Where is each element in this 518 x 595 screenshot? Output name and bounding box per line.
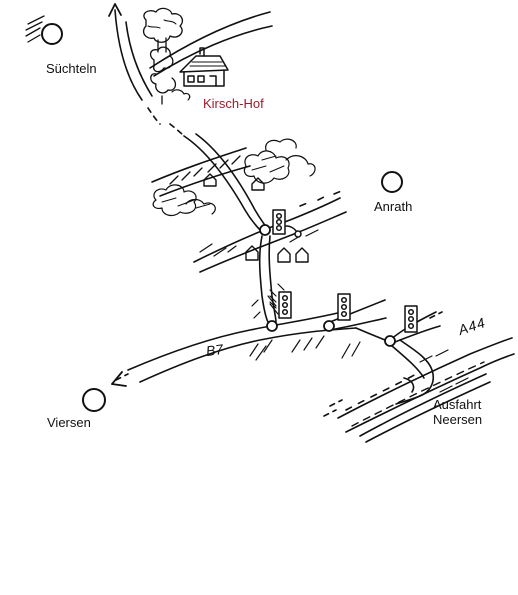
viersen-circle-icon: [82, 388, 106, 412]
b7-junction-node-icon: [266, 320, 396, 347]
traffic-light-icon: [272, 209, 302, 238]
anrath-circle-icon: [381, 171, 403, 193]
traffic-light-icon: [404, 305, 418, 333]
a44-road: [323, 337, 515, 443]
farmhouse-icon: [179, 47, 229, 87]
north-arrow-icon: [108, 3, 122, 17]
anrath-label: Anrath: [374, 199, 413, 214]
exit-ramp-road: [391, 339, 435, 405]
suechteln-circle-icon: [25, 15, 63, 45]
bush-icon: [171, 89, 191, 101]
farm-road: [149, 11, 273, 77]
tree-cluster-icon: [152, 184, 216, 217]
a44-dashes: [345, 371, 421, 411]
kirsch-hof-label: Kirsch-Hof: [203, 96, 264, 111]
tree-cluster-icon: [243, 138, 316, 184]
viersen-label: Viersen: [47, 415, 91, 430]
junction-node-icon: [259, 224, 271, 236]
traffic-light-icon: [337, 293, 351, 321]
village-house-icon: [203, 173, 265, 191]
exit-label-line2: Neersen: [433, 412, 483, 427]
b7-west-arrow-icon: [111, 371, 127, 387]
traffic-light-icon: [278, 291, 292, 319]
suechteln-label: Süchteln: [46, 61, 97, 76]
exit-label-line1: Ausfahrt: [433, 397, 482, 412]
field-strip-upper: [151, 147, 251, 197]
road-to-anrath: [193, 189, 347, 273]
village-house-icon: [245, 245, 309, 263]
tree-icon: [142, 7, 184, 53]
b7-road-label: B7: [204, 340, 225, 360]
hatch-marks: [269, 289, 277, 309]
field-hatching: [249, 295, 361, 361]
